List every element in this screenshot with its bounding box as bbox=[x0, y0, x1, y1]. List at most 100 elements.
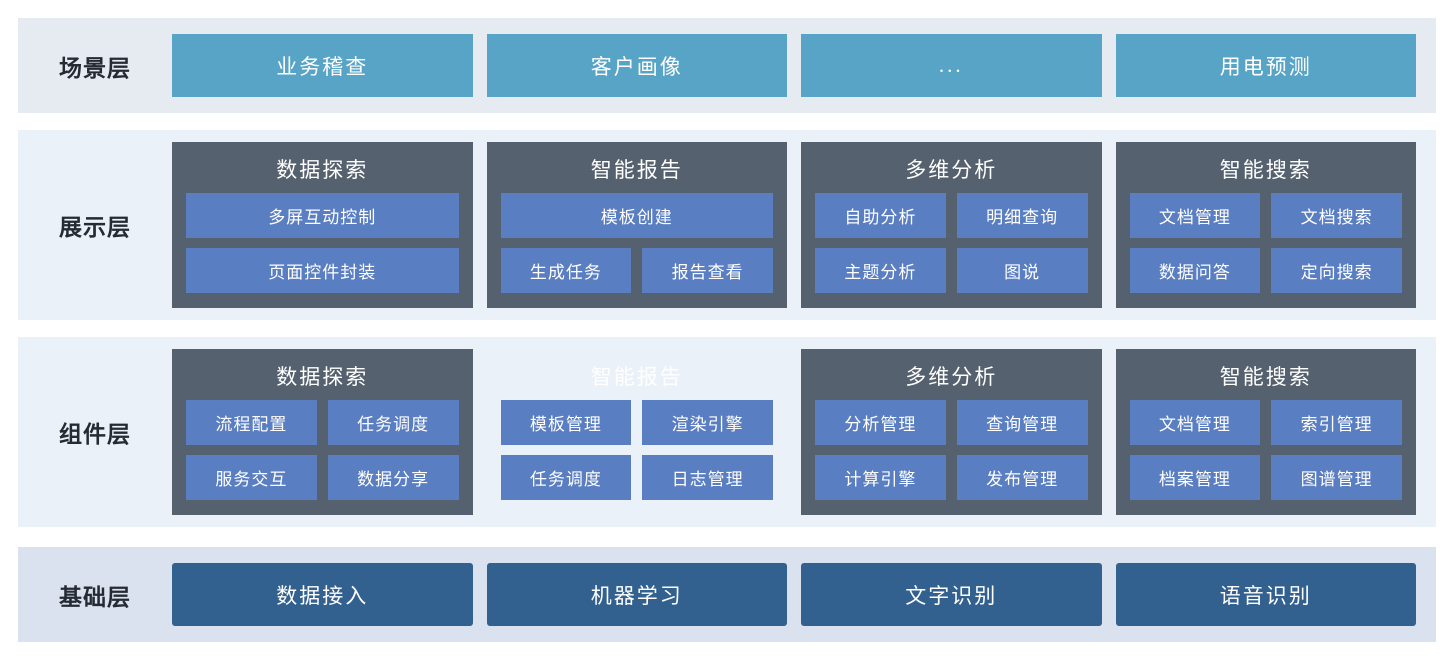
display-column: 智能报告 模板创建 生成任务 报告查看 bbox=[486, 130, 787, 320]
layer-label-base: 基础层 bbox=[59, 583, 131, 610]
module-chip[interactable]: 数据分享 bbox=[327, 455, 459, 500]
module-chip[interactable]: 索引管理 bbox=[1271, 400, 1402, 445]
module-chip[interactable]: 图说 bbox=[956, 248, 1088, 293]
module-chip[interactable]: 主题分析 bbox=[815, 248, 946, 293]
module-card[interactable]: 数据探索 流程配置 任务调度 服务交互 数据分享 bbox=[172, 349, 473, 515]
module-chip[interactable]: 任务调度 bbox=[327, 400, 459, 445]
module-chip[interactable]: 模板管理 bbox=[500, 400, 632, 445]
chip-row: 任务调度 日志管理 bbox=[500, 455, 773, 500]
module-card-body: 文档管理 文档搜索 数据问答 定向搜索 bbox=[1129, 190, 1402, 296]
module-card-body: 多屏互动控制 页面控件封装 bbox=[186, 190, 459, 296]
display-columns: 数据探索 多屏互动控制 页面控件封装 智能报告 bbox=[172, 130, 1436, 320]
scene-column: 客户画像 bbox=[486, 18, 787, 113]
module-chip[interactable]: 文档搜索 bbox=[1271, 193, 1402, 238]
layer-label-display: 展示层 bbox=[59, 214, 131, 240]
module-card-body: 自助分析 明细查询 主题分析 图说 bbox=[815, 190, 1088, 296]
chip-row: 档案管理 图谱管理 bbox=[1129, 455, 1402, 500]
module-card-body: 模板管理 渲染引擎 任务调度 日志管理 bbox=[500, 397, 773, 503]
module-card-title: 智能报告 bbox=[590, 365, 683, 389]
module-chip[interactable]: 自助分析 bbox=[815, 193, 946, 238]
layer-row-scene: 场景层 业务稽查 客户画像 ... 用电预测 bbox=[18, 18, 1436, 113]
scene-item-more[interactable]: ... bbox=[801, 34, 1102, 97]
base-item[interactable]: 机器学习 bbox=[486, 563, 787, 626]
display-column: 多维分析 自助分析 明细查询 主题分析 图说 bbox=[801, 130, 1102, 320]
component-column: 智能报告 模板管理 渲染引擎 任务调度 日志管理 bbox=[487, 337, 788, 527]
module-card-title: 数据探索 bbox=[276, 158, 369, 182]
base-column: 数据接入 bbox=[172, 547, 473, 642]
module-chip[interactable]: 服务交互 bbox=[186, 455, 317, 500]
base-column: 文字识别 bbox=[801, 547, 1102, 642]
scene-column: ... bbox=[801, 18, 1102, 113]
component-column: 多维分析 分析管理 查询管理 计算引擎 发布管理 bbox=[801, 337, 1102, 527]
component-column: 智能搜索 文档管理 索引管理 档案管理 图谱管理 bbox=[1115, 337, 1416, 527]
display-column: 数据探索 多屏互动控制 页面控件封装 bbox=[172, 130, 473, 320]
chip-row: 数据问答 定向搜索 bbox=[1129, 248, 1402, 293]
module-chip[interactable]: 定向搜索 bbox=[1271, 248, 1402, 293]
layer-row-component: 组件层 数据探索 流程配置 任务调度 服务交互 数据分享 bbox=[18, 337, 1436, 527]
module-card-title: 智能搜索 bbox=[1219, 158, 1312, 182]
scene-item[interactable]: 业务稽查 bbox=[172, 34, 473, 97]
chip-row: 模板管理 渲染引擎 bbox=[500, 400, 773, 445]
module-card[interactable]: 智能报告 模板管理 渲染引擎 任务调度 日志管理 bbox=[487, 349, 788, 515]
module-card-title: 多维分析 bbox=[905, 365, 998, 389]
module-chip[interactable]: 多屏互动控制 bbox=[186, 193, 459, 238]
base-item[interactable]: 语音识别 bbox=[1115, 563, 1416, 626]
module-chip[interactable]: 计算引擎 bbox=[815, 455, 946, 500]
module-card-body: 流程配置 任务调度 服务交互 数据分享 bbox=[186, 397, 459, 503]
module-card[interactable]: 多维分析 自助分析 明细查询 主题分析 图说 bbox=[801, 142, 1102, 308]
chip-row: 多屏互动控制 bbox=[186, 193, 459, 238]
module-card-body: 分析管理 查询管理 计算引擎 发布管理 bbox=[815, 397, 1088, 503]
scene-column: 用电预测 bbox=[1115, 18, 1416, 113]
component-column: 数据探索 流程配置 任务调度 服务交互 数据分享 bbox=[172, 337, 473, 527]
module-chip[interactable]: 明细查询 bbox=[956, 193, 1088, 238]
module-chip[interactable]: 生成任务 bbox=[500, 248, 632, 293]
module-card[interactable]: 数据探索 多屏互动控制 页面控件封装 bbox=[172, 142, 473, 308]
base-columns: 数据接入 机器学习 文字识别 语音识别 bbox=[172, 547, 1436, 642]
display-column: 智能搜索 文档管理 文档搜索 数据问答 定向搜索 bbox=[1115, 130, 1416, 320]
module-chip[interactable]: 日志管理 bbox=[642, 455, 773, 500]
module-chip[interactable]: 文档管理 bbox=[1129, 193, 1261, 238]
chip-row: 服务交互 数据分享 bbox=[186, 455, 459, 500]
module-chip[interactable]: 文档管理 bbox=[1129, 400, 1261, 445]
module-card[interactable]: 智能搜索 文档管理 文档搜索 数据问答 定向搜索 bbox=[1115, 142, 1416, 308]
module-card-title: 数据探索 bbox=[276, 365, 369, 389]
module-card[interactable]: 智能搜索 文档管理 索引管理 档案管理 图谱管理 bbox=[1115, 349, 1416, 515]
chip-row: 主题分析 图说 bbox=[815, 248, 1088, 293]
module-card-body: 文档管理 索引管理 档案管理 图谱管理 bbox=[1129, 397, 1402, 503]
module-card[interactable]: 智能报告 模板创建 生成任务 报告查看 bbox=[486, 142, 787, 308]
scene-item[interactable]: 客户画像 bbox=[486, 34, 787, 97]
module-chip[interactable]: 报告查看 bbox=[642, 248, 773, 293]
module-chip[interactable]: 渲染引擎 bbox=[642, 400, 773, 445]
layer-label-scene: 场景层 bbox=[59, 54, 131, 81]
module-chip[interactable]: 任务调度 bbox=[500, 455, 632, 500]
module-chip[interactable]: 分析管理 bbox=[815, 400, 946, 445]
module-chip[interactable]: 档案管理 bbox=[1129, 455, 1261, 500]
base-column: 机器学习 bbox=[486, 547, 787, 642]
chip-row: 文档管理 文档搜索 bbox=[1129, 193, 1402, 238]
module-chip[interactable]: 数据问答 bbox=[1129, 248, 1261, 293]
module-card-title: 智能报告 bbox=[590, 158, 683, 182]
layer-row-base: 基础层 数据接入 机器学习 文字识别 语音识别 bbox=[18, 547, 1436, 642]
chip-row: 模板创建 bbox=[500, 193, 773, 238]
module-card[interactable]: 多维分析 分析管理 查询管理 计算引擎 发布管理 bbox=[801, 349, 1102, 515]
chip-row: 计算引擎 发布管理 bbox=[815, 455, 1088, 500]
base-item[interactable]: 文字识别 bbox=[801, 563, 1102, 626]
chip-row: 生成任务 报告查看 bbox=[500, 248, 773, 293]
module-chip[interactable]: 查询管理 bbox=[956, 400, 1088, 445]
chip-row: 自助分析 明细查询 bbox=[815, 193, 1088, 238]
module-chip[interactable]: 页面控件封装 bbox=[186, 248, 459, 293]
module-card-body: 模板创建 生成任务 报告查看 bbox=[500, 190, 773, 296]
layer-label-component: 组件层 bbox=[59, 421, 131, 447]
module-chip[interactable]: 发布管理 bbox=[956, 455, 1088, 500]
module-card-title: 多维分析 bbox=[905, 158, 998, 182]
module-chip[interactable]: 流程配置 bbox=[186, 400, 317, 445]
base-item[interactable]: 数据接入 bbox=[172, 563, 473, 626]
component-columns: 数据探索 流程配置 任务调度 服务交互 数据分享 智能 bbox=[172, 337, 1436, 527]
chip-row: 流程配置 任务调度 bbox=[186, 400, 459, 445]
module-chip[interactable]: 模板创建 bbox=[500, 193, 773, 238]
module-chip[interactable]: 图谱管理 bbox=[1271, 455, 1402, 500]
scene-item[interactable]: 用电预测 bbox=[1115, 34, 1416, 97]
base-column: 语音识别 bbox=[1115, 547, 1416, 642]
chip-row: 页面控件封装 bbox=[186, 248, 459, 293]
